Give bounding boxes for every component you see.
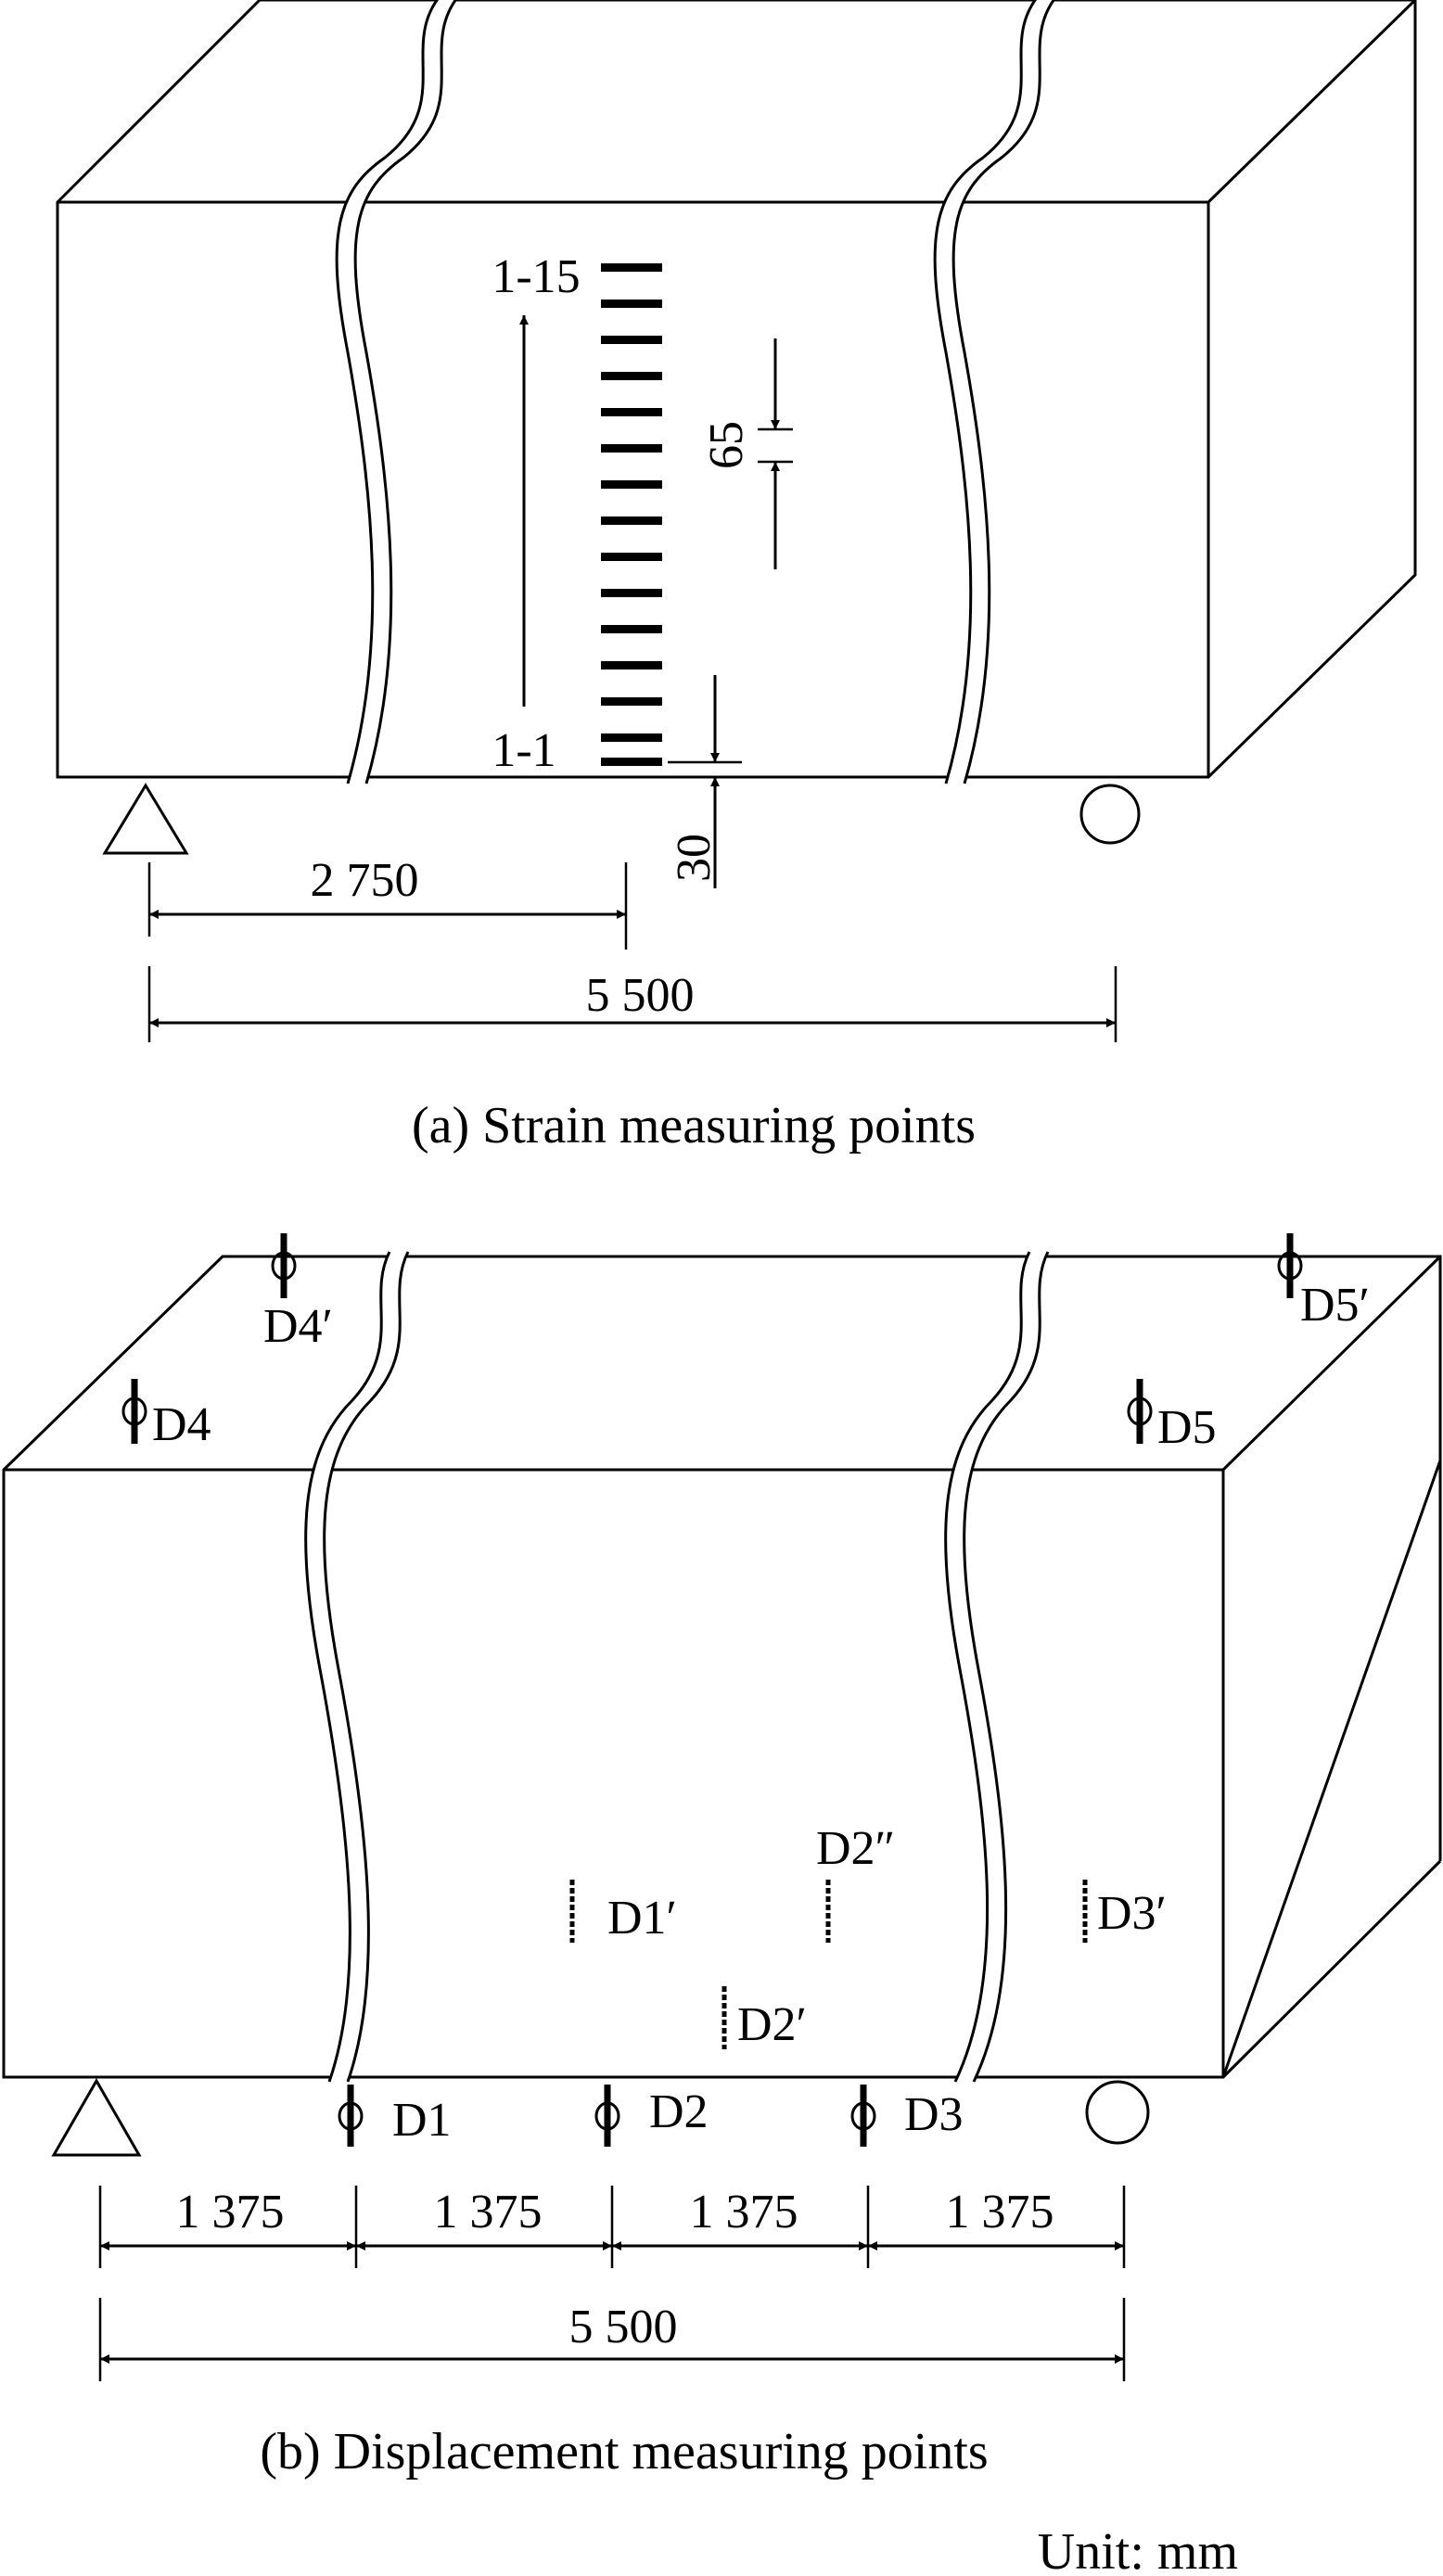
strain-gauge — [601, 300, 662, 308]
strain-gauge — [601, 336, 662, 344]
dim-span-a: 5 500 — [147, 966, 1117, 1042]
caption-b: (b) Displacement measuring points — [260, 2423, 988, 2480]
strain-gauge — [601, 263, 662, 272]
strain-gauge — [601, 516, 662, 525]
strain-gauge — [601, 758, 662, 766]
displacement-diagram: D4′ D4 D5′ D5 D1′ D2″ D3′ — [2, 1233, 1442, 2480]
strain-gauge — [601, 733, 662, 742]
dim-seg2-label: 1 375 — [434, 2186, 543, 2238]
pin-support-icon — [102, 783, 189, 855]
pin-support-icon — [51, 2077, 142, 2157]
dim-gauge-spacing-label: 65 — [700, 421, 753, 469]
roller-support-icon — [1079, 784, 1141, 845]
gauge-d2-prime: D2′ — [722, 1986, 807, 2051]
gauge-d1-prime-label: D1′ — [607, 1892, 677, 1945]
dim-span-a-label: 5 500 — [586, 969, 695, 1022]
dim-seg4-label: 1 375 — [946, 2186, 1054, 2238]
unit-note: Unit: mm — [1038, 2523, 1238, 2576]
dim-half-span-label: 2 750 — [311, 854, 419, 907]
gauge-d5-prime-label: D5′ — [1300, 1279, 1370, 1332]
strain-diagram: 1-15 1-1 65 30 2 750 5 — [56, 0, 1417, 1154]
beam-a — [56, 0, 1417, 784]
gauge-d2: D2 — [594, 2085, 709, 2147]
caption-a: (a) Strain measuring points — [412, 1097, 976, 1154]
strain-gauge — [601, 480, 662, 489]
dim-bottom-offset-label: 30 — [668, 834, 721, 882]
dim-half-span: 2 750 — [147, 854, 628, 950]
gauge-d4-prime-label: D4′ — [263, 1300, 333, 1353]
gauge-d3-prime-label: D3′ — [1097, 1887, 1167, 1940]
gauge-d1-label: D1 — [392, 2094, 452, 2147]
beam-a-break-left — [335, 0, 458, 784]
strain-gauges — [601, 263, 662, 766]
strain-gauge — [601, 625, 662, 633]
beam-b-break-left — [304, 1251, 410, 2083]
gauge-d2-prime-label: D2′ — [737, 1998, 807, 2051]
dim-gauge-spacing: 65 — [700, 338, 793, 569]
strain-gauge — [601, 553, 662, 561]
gauge-d4-prime: D4′ — [263, 1233, 333, 1353]
gauge-d1-prime: D1′ — [569, 1880, 677, 1945]
strain-gauge — [601, 372, 662, 380]
dim-seg1-label: 1 375 — [176, 2186, 285, 2238]
dim-span-b-label: 5 500 — [569, 2301, 678, 2353]
gauge-d3: D3 — [850, 2085, 964, 2147]
strain-gauge — [601, 408, 662, 416]
gauge-d5: D5 — [1127, 1379, 1217, 1454]
dim-seg3-label: 1 375 — [690, 2186, 798, 2238]
beam-b-outline — [2, 1255, 1442, 2079]
beam-a-outline — [56, 0, 1417, 779]
beam-b-bottom-right-edge — [1221, 1859, 1442, 2079]
gauge-label-top: 1-15 — [492, 250, 580, 303]
gauge-d3-label: D3 — [904, 2088, 964, 2141]
strain-gauge — [601, 661, 662, 670]
gauge-d4: D4 — [121, 1379, 211, 1451]
dim-span-b: 5 500 — [98, 2298, 1126, 2381]
strain-gauge — [601, 444, 662, 453]
gauge-d3-prime: D3′ — [1082, 1880, 1167, 1943]
strain-gauge — [601, 589, 662, 597]
gauge-d2-double-prime: D2″ — [816, 1822, 895, 1943]
gauge-d4-label: D4 — [152, 1398, 211, 1451]
dim-bottom-offset: 30 — [668, 675, 742, 888]
dim-segments: 1 375 1 375 1 375 1 375 — [98, 2186, 1126, 2268]
beam-b-break-right — [944, 1251, 1050, 2083]
gauge-d2-double-prime-label: D2″ — [816, 1822, 895, 1875]
gauge-d5-label: D5 — [1157, 1401, 1217, 1454]
beam-a-break-right — [933, 0, 1056, 784]
gauge-d1: D1 — [338, 2085, 452, 2147]
gauge-d5-prime: D5′ — [1277, 1233, 1370, 1332]
gauge-label-bottom: 1-1 — [492, 724, 555, 777]
strain-gauge — [601, 697, 662, 706]
gauge-d2-label: D2 — [649, 2085, 709, 2138]
roller-support-icon — [1085, 2080, 1150, 2145]
beam-b — [2, 1251, 1442, 2083]
